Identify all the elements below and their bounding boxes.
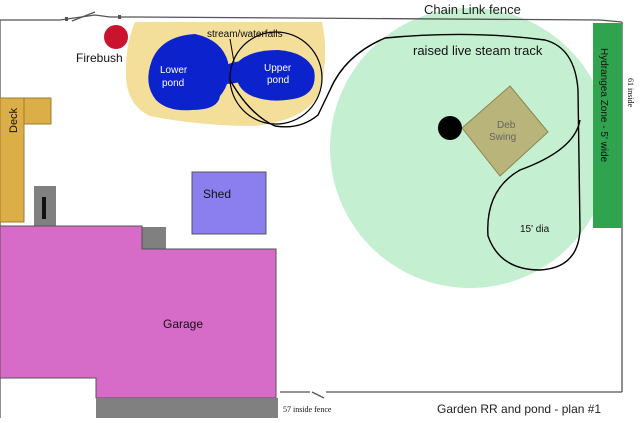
upper-pond-label-2: pond [267,75,289,86]
hydrangea-label: Hydrangea Zone - 5' wide [598,48,609,163]
deck-step [23,97,52,125]
firebush-dot [104,25,128,49]
loop-diameter-label: 15' dia [520,224,550,235]
fence-top-label: Chain Link fence [424,2,521,17]
lawn-circle [330,8,610,288]
gate-line [71,11,96,22]
swing-label-1: Deb [497,120,516,131]
stream-label: stream/waterfalls [207,29,283,40]
swing-label-2: Swing [489,132,516,143]
utility-slot [42,197,46,219]
fence-bottom-label: 57 inside fence [283,405,332,414]
fence-top [0,14,623,23]
lower-pond [148,34,229,111]
firebush-label: Firebush [76,51,123,65]
garage [0,225,277,399]
waterfall-circle-outline [229,31,323,125]
fence-right-label: 61 inside [626,78,635,108]
garage-label: Garage [163,317,203,331]
fence-post [118,15,121,19]
tree-dot [438,116,462,140]
upper-pond-label-1: Upper [264,63,292,74]
hydrangea-zone [593,23,622,228]
fence-post [65,17,68,21]
gate-line-bottom [311,391,325,399]
lower-pond-label-1: Lower [160,65,188,76]
driveway-strip [96,398,278,418]
deb-swing [461,85,549,177]
footer-title: Garden RR and pond - plan #1 [437,402,601,416]
track-label: raised live steam track [413,43,543,58]
live-steam-track [229,33,581,271]
deck [0,97,25,223]
stream-pointer [229,38,235,63]
lower-pond-label-2: pond [162,78,184,89]
deck-label: Deck [8,107,20,133]
shed [191,171,267,235]
upper-pond [236,50,315,101]
utility-block-garage [142,227,166,249]
shed-label: Shed [203,187,231,201]
